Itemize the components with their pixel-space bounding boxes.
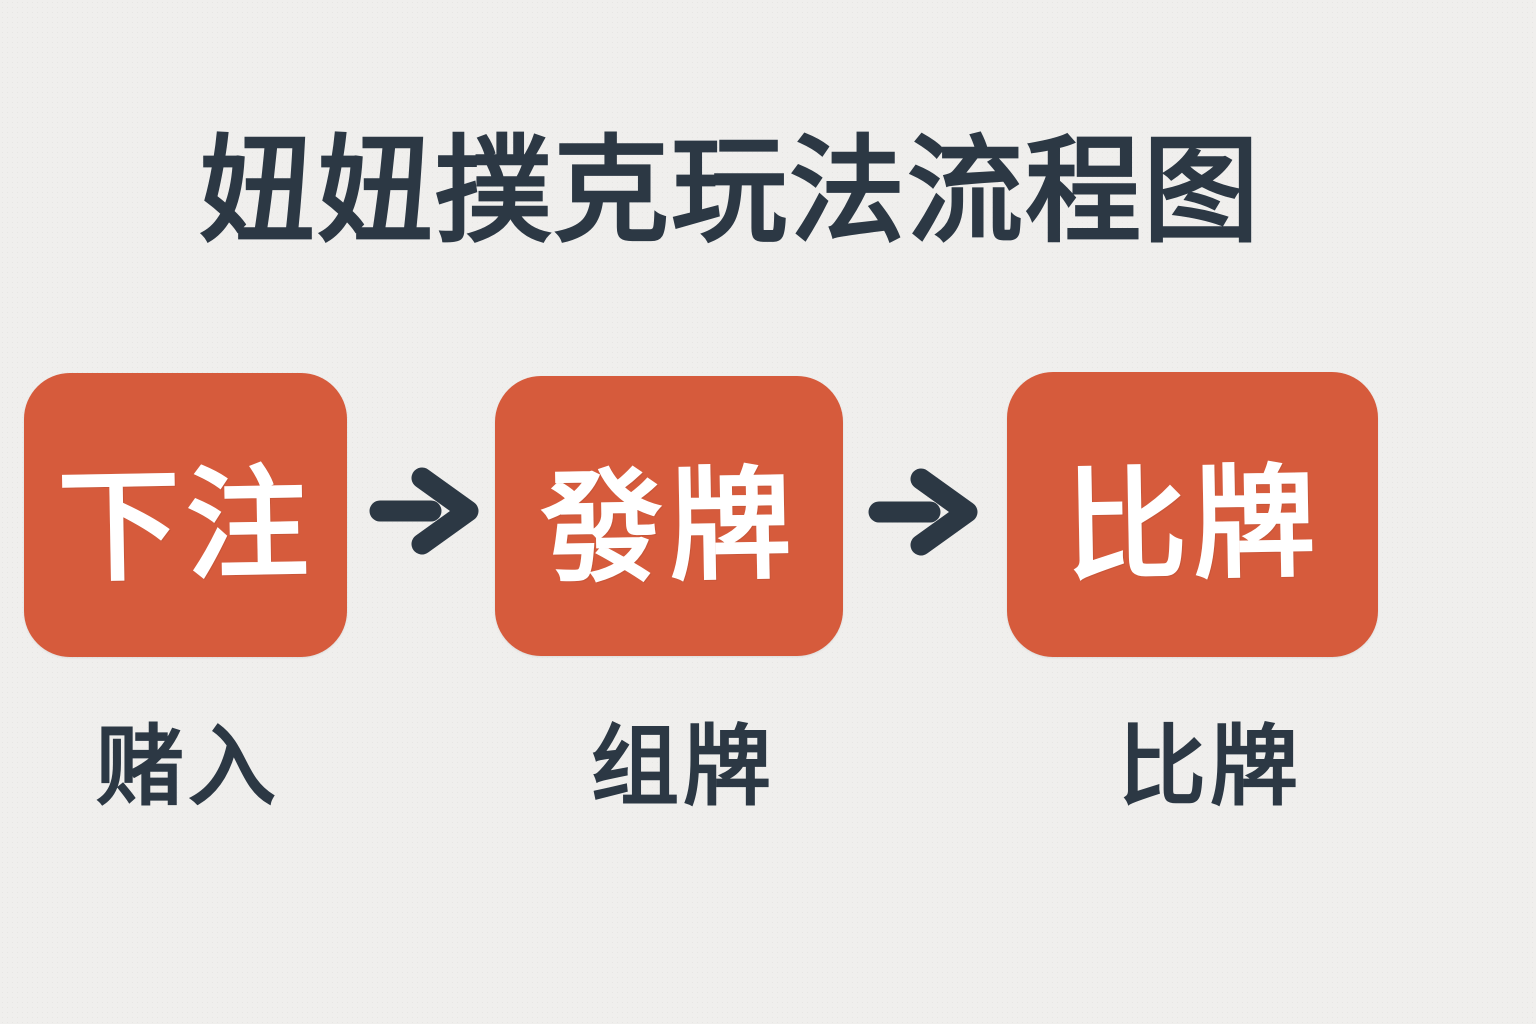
flow-step-caption: 赌入 [95,717,281,816]
page-title: 妞妞撲克玩法流程图 [199,126,1261,256]
flow-step-label: 下注 [56,455,315,596]
flow-step-caption: 组牌 [590,717,776,816]
flow-step-label: 發牌 [540,456,799,597]
arrow-right-icon [866,464,984,560]
flow-step-label: 比牌 [1063,454,1322,596]
flow-step-box-deal: 發牌 [495,376,843,656]
arrow-right-icon [367,463,485,559]
flow-step-box-compare: 比牌 [1007,372,1378,657]
flow-step-box-bet: 下注 [24,373,347,657]
flow-step-caption: 比牌 [1117,717,1303,816]
